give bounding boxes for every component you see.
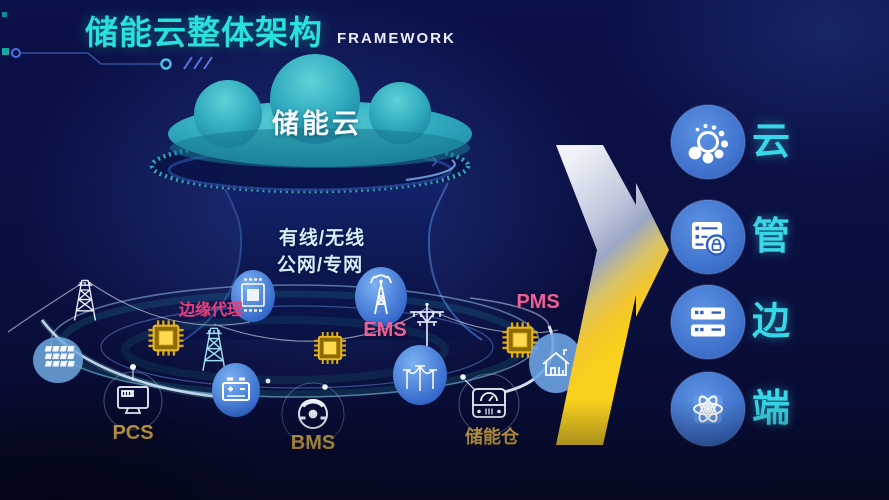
storage-cabin-icon	[458, 373, 520, 435]
pcs-label: PCS	[112, 422, 154, 444]
ems-label: EMS	[363, 319, 407, 341]
terminal-layer-label: 端	[751, 388, 791, 430]
bms-label: BMS	[290, 432, 336, 454]
cloud-name-label: 储能云	[272, 109, 362, 139]
edge-layer-circle	[670, 284, 746, 360]
network-type-label: 有线/无线	[278, 228, 366, 249]
edge-layer-label: 边	[751, 301, 791, 343]
layer-column	[670, 104, 746, 447]
pms-label: PMS	[516, 291, 560, 313]
battery-icon	[212, 363, 260, 417]
edge-agent-chip-icon	[147, 319, 185, 357]
power-poles-icon	[393, 345, 447, 405]
cloud-layer-label: 云	[751, 121, 791, 163]
page-title: 储能云整体架构	[85, 14, 323, 51]
cloud-layer-circle	[670, 104, 746, 180]
gateway-chip-icon	[312, 330, 348, 366]
network-scope-label: 公网/专网	[276, 255, 364, 276]
flow-arrow	[556, 145, 669, 445]
ems-radio-tower-icon	[355, 267, 407, 327]
solar-panel-icon	[33, 337, 83, 383]
pipe-layer-label: 管	[751, 216, 791, 258]
page-subtitle: FRAMEWORK	[337, 30, 456, 47]
atom-icon	[693, 394, 723, 424]
storage-cabin-label: 储能仓	[465, 427, 519, 447]
edge-agent-label: 边缘代理	[178, 302, 244, 319]
